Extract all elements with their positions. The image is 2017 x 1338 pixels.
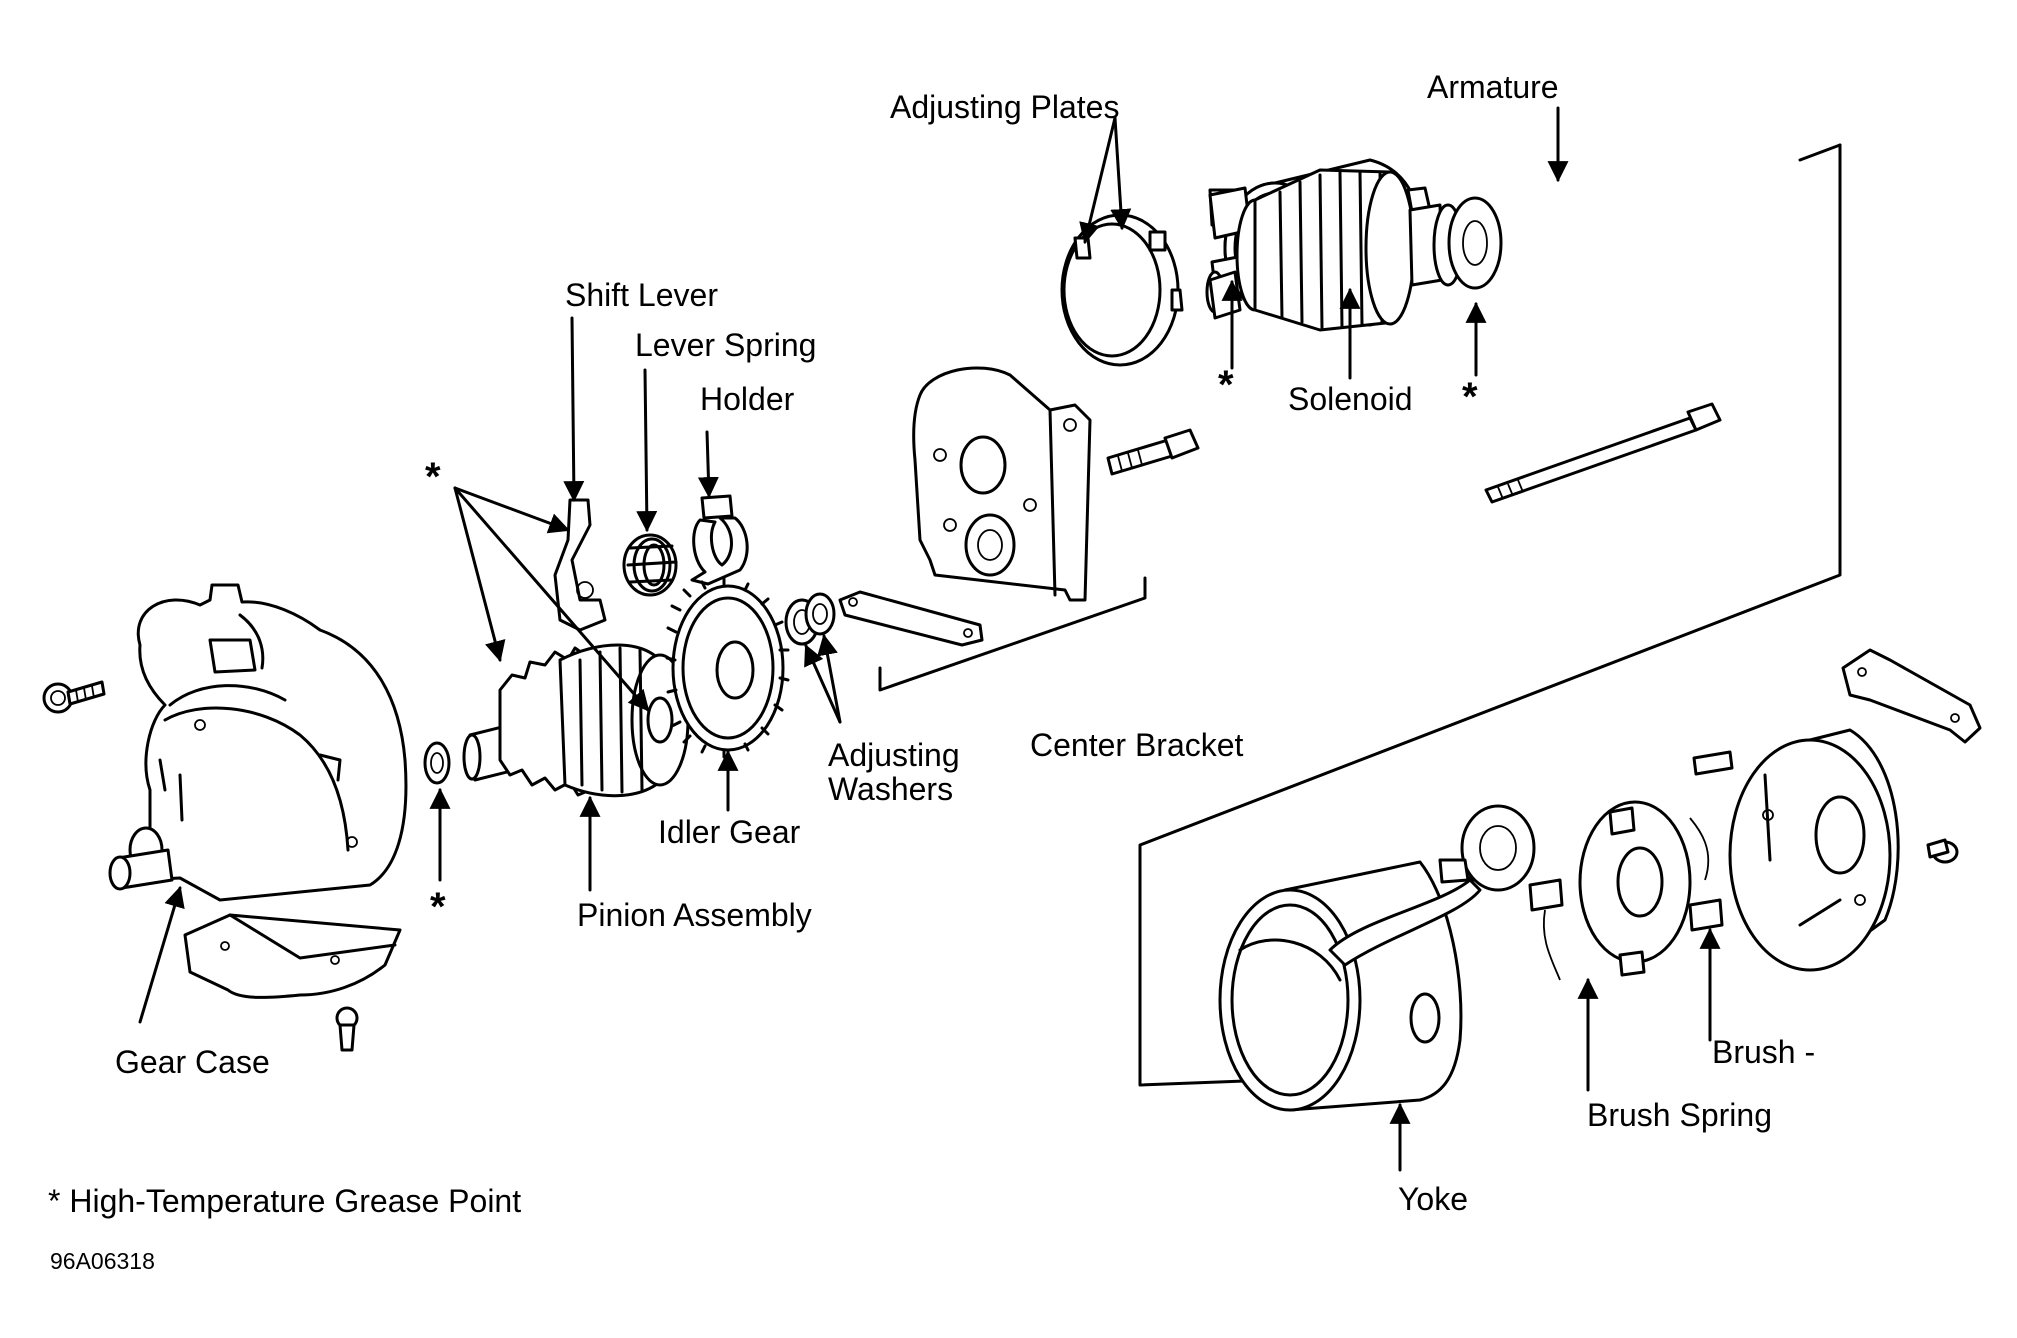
bracket-bolt <box>1106 428 1200 476</box>
adjusting-washer <box>423 741 451 785</box>
label-brush-minus: Brush - <box>1712 1034 1816 1070</box>
label-idler-gear: Idler Gear <box>658 814 801 850</box>
label-adjusting-plates: Adjusting Plates <box>890 89 1120 125</box>
label-yoke: Yoke <box>1398 1181 1468 1217</box>
label-holder: Holder <box>700 381 795 417</box>
label-shift-lever: Shift Lever <box>565 277 718 313</box>
grease-point-markers: * * * * <box>425 363 1478 929</box>
grease-marker: * <box>430 885 446 929</box>
idler-gear <box>665 577 790 759</box>
label-solenoid: Solenoid <box>1288 381 1413 417</box>
bracket-link <box>838 590 984 647</box>
yoke <box>1218 804 1536 1112</box>
holder <box>690 494 749 586</box>
label-adjusting-washers-line1: Adjusting <box>828 737 960 773</box>
mounting-screw <box>42 680 106 714</box>
leader-arrows <box>138 106 1721 1172</box>
label-center-bracket: Center Bracket <box>1030 727 1244 763</box>
gear-case <box>108 583 408 902</box>
through-bolt <box>1484 402 1722 504</box>
label-adjusting-washers-line2: Washers <box>828 771 954 807</box>
gear-case-cover <box>183 913 402 1052</box>
label-armature: Armature <box>1427 69 1559 105</box>
assembly-frame <box>1138 143 1842 1087</box>
center-bracket <box>912 366 1092 602</box>
adjusting-washers <box>784 592 836 646</box>
label-pinion-assembly: Pinion Assembly <box>577 897 812 933</box>
shift-lever <box>553 498 607 632</box>
lever-spring <box>622 533 678 597</box>
grease-marker: * <box>425 455 441 499</box>
brush-holder <box>1528 800 1724 981</box>
grease-legend: * High-Temperature Grease Point <box>48 1183 522 1219</box>
end-frame <box>1692 728 1900 972</box>
adjusting-plates <box>1060 213 1184 367</box>
label-lever-spring: Lever Spring <box>635 327 817 363</box>
pinion-assembly <box>462 643 690 798</box>
figure-code: 96A06318 <box>50 1248 155 1274</box>
grease-marker: * <box>1218 363 1234 407</box>
brush-plate <box>1841 648 1982 864</box>
center-bracket-brace <box>878 576 1147 692</box>
grease-marker: * <box>1462 375 1478 419</box>
label-brush-spring: Brush Spring <box>1587 1097 1772 1133</box>
label-gear-case: Gear Case <box>115 1044 270 1080</box>
